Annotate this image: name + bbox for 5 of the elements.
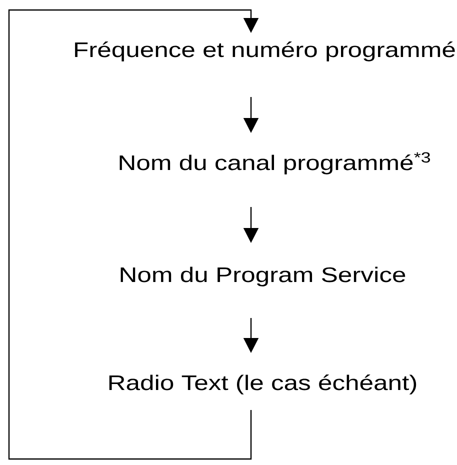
step-text: Fréquence et numéro programmé xyxy=(75,42,455,62)
step-text: Nom du Program Service xyxy=(120,266,406,286)
loop-arrow xyxy=(8,9,259,460)
step-text: Radio Text (le cas échéant) xyxy=(109,374,416,394)
step-text: Nom du canal programmé$^{*3}$ xyxy=(120,152,430,174)
